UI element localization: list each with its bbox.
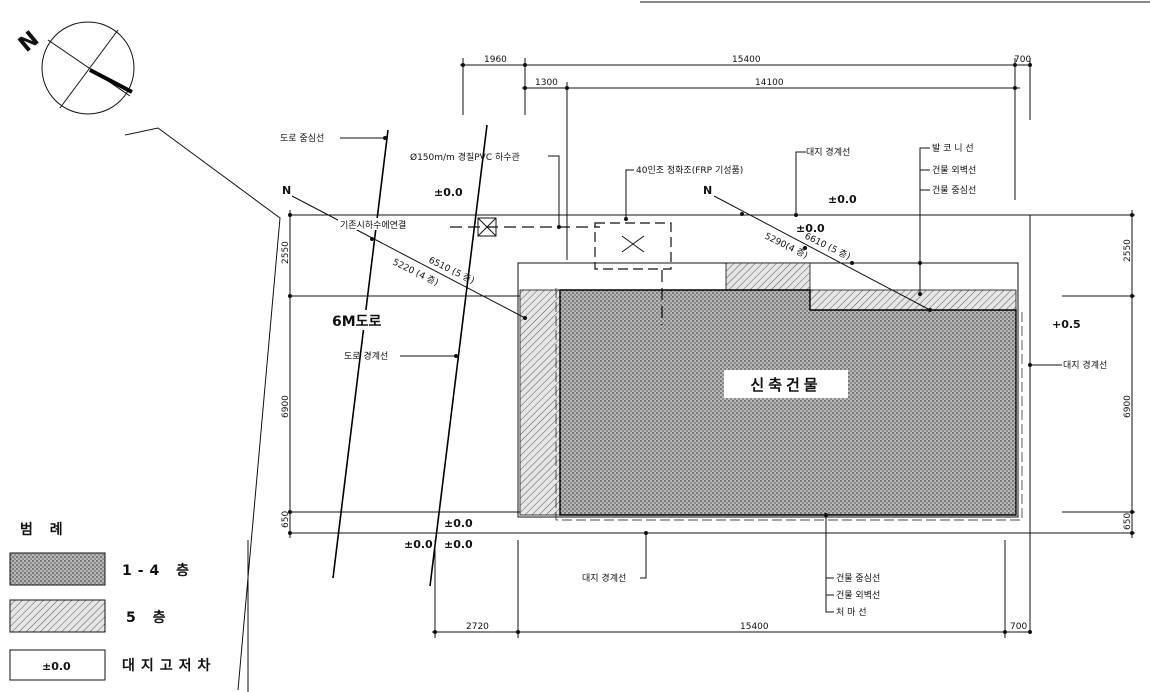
legend-title: 범 례 xyxy=(20,522,69,538)
dim-left-mid: 6900 xyxy=(281,395,291,418)
dim-right-bottom: 650 xyxy=(1123,513,1133,530)
right-dimensions: 2550 6900 650 xyxy=(1123,210,1134,538)
legend-label-5: 5 층 xyxy=(126,610,172,626)
level-bottom-c: ±0.0 xyxy=(444,538,473,551)
level-markers: ±0.0 ±0.0 ±0.0 +0.5 ±0.0 ±0.0 ±0.0 xyxy=(404,186,1081,551)
label-outer-wall-bottom: 건물 외벽선 xyxy=(836,589,880,601)
dim-left-bottom: 650 xyxy=(281,511,291,528)
dim-bottom-left: 2720 xyxy=(466,622,489,632)
dim-top-left: 1960 xyxy=(484,55,507,65)
level-top-mid: ±0.0 xyxy=(796,222,825,235)
label-balcony-line: 발 코 니 선 xyxy=(932,143,974,154)
top-dimensions: 1960 15400 700 1300 14100 xyxy=(460,55,1032,260)
bottom-dimensions: 2720 15400 700 xyxy=(432,540,1032,638)
label-centerline-bottom: 건물 중심선 xyxy=(836,573,880,584)
new-building-label: 신축건물 xyxy=(750,376,821,394)
legend-label-level: 대지고저차 xyxy=(122,658,216,674)
label-road-boundary: 도로 경계선 xyxy=(344,350,388,362)
new-building-footprint xyxy=(559,289,1017,516)
dim-left-top: 2550 xyxy=(281,241,291,264)
level-bottom-b: ±0.0 xyxy=(404,538,433,551)
dim-bottom-right: 700 xyxy=(1010,622,1027,632)
level-right: +0.5 xyxy=(1052,318,1081,331)
label-road-6m: 6M도로 xyxy=(332,314,382,330)
label-road-centerline: 도로 중심선 xyxy=(280,133,324,144)
label-site-boundary-top: 대지 경계선 xyxy=(806,146,850,158)
dim-second-left: 1300 xyxy=(535,78,558,88)
dim-right-mid: 6900 xyxy=(1123,395,1133,418)
road-boundary-line xyxy=(429,124,488,587)
hatch-top-right xyxy=(809,289,1017,311)
road-centerline xyxy=(332,129,389,579)
label-eave-line: 처 마 선 xyxy=(836,606,867,618)
label-site-boundary-right: 대지 경계선 xyxy=(1063,359,1107,371)
legend-swatch-5 xyxy=(9,599,106,633)
label-site-boundary-bottom: 대지 경계선 xyxy=(582,572,626,584)
hatch-left-strip xyxy=(519,289,561,516)
dim-second-mid: 14100 xyxy=(755,78,784,88)
dim-top-right: 700 xyxy=(1014,55,1031,65)
legend-swatch-level-text: ±0.0 xyxy=(42,660,71,673)
level-top-right: ±0.0 xyxy=(828,193,857,206)
left-dimensions: 2550 6900 650 xyxy=(281,210,292,538)
dim-right-top: 2550 xyxy=(1123,239,1133,262)
hatch-top-center xyxy=(725,262,811,291)
label-sewer-pipe: Ø150m/m 경질PVC 하수관 xyxy=(410,151,520,163)
label-septic-tank: 40인조 정화조(FRP 기성품) xyxy=(636,165,743,176)
label-centerline-top: 건물 중심선 xyxy=(932,185,976,196)
legend-swatch-level xyxy=(9,649,106,681)
dim-top-mid: 15400 xyxy=(732,55,761,65)
north-marker-left: N xyxy=(282,184,291,197)
dist-right-b: 5290(4 층) xyxy=(763,231,810,261)
label-existing-sewer: 기존시하수에연결 xyxy=(340,220,406,231)
compass: N xyxy=(14,21,135,115)
septic-tank xyxy=(594,222,672,270)
legend: 범 례 1-4 층 5 층 ±0.0 대지고저차 xyxy=(9,522,249,692)
sewer-manhole xyxy=(477,217,497,237)
north-marker-right: N xyxy=(703,184,712,197)
level-top-left: ±0.0 xyxy=(434,186,463,199)
legend-label-1-4: 1-4 층 xyxy=(122,563,195,579)
level-bottom-a: ±0.0 xyxy=(444,517,473,530)
label-outer-wall-top: 건물 외벽선 xyxy=(932,164,976,176)
dim-bottom-mid: 15400 xyxy=(740,622,769,632)
annotations: 도로 중심선 Ø150m/m 경질PVC 하수관 40인조 정화조(FRP 기성… xyxy=(280,133,1107,618)
legend-swatch-1-4 xyxy=(9,552,106,586)
compass-n-label: N xyxy=(14,27,44,58)
